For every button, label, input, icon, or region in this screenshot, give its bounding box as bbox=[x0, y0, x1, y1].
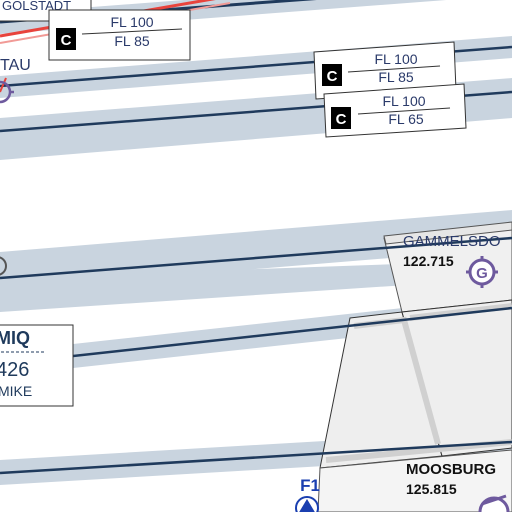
reporting-point-label: F1 bbox=[300, 476, 320, 495]
miq-ident: MIQ bbox=[0, 328, 30, 348]
lower-limit: FL 85 bbox=[114, 33, 149, 49]
svg-text:C: C bbox=[61, 32, 72, 49]
upper-limit: FL 100 bbox=[110, 14, 153, 30]
airway-band bbox=[0, 260, 512, 312]
ctr-inner-border bbox=[409, 303, 512, 321]
airway-line bbox=[0, 440, 512, 475]
svg-text:C: C bbox=[327, 68, 338, 85]
tau-label: TAU bbox=[0, 57, 31, 74]
miq-navaid-box[interactable]: MIQ 426 MIKE bbox=[0, 324, 74, 407]
gammelsdorf-name: GAMMELSDO bbox=[403, 233, 501, 250]
lower-limit: FL 65 bbox=[388, 111, 423, 127]
miq-name: MIKE bbox=[0, 383, 32, 399]
ctr-area bbox=[317, 449, 512, 512]
upper-limit: FL 100 bbox=[374, 51, 417, 67]
moosburg-frequency: 125.815 bbox=[406, 481, 457, 497]
navaid-circle-icon[interactable] bbox=[0, 80, 14, 104]
airspace-class-box[interactable]: C FL 100 FL 85 bbox=[48, 9, 191, 61]
gammelsdorf-frequency: 122.715 bbox=[403, 253, 454, 269]
airway-line bbox=[0, 306, 512, 366]
airway-band bbox=[0, 210, 512, 290]
airway-line bbox=[0, 236, 512, 280]
ctr-area bbox=[383, 221, 512, 245]
reporting-point-triangle-icon[interactable] bbox=[295, 496, 319, 512]
navaid-circle-icon[interactable] bbox=[0, 256, 7, 276]
svg-text:C: C bbox=[336, 111, 347, 128]
airfield-g-icon[interactable]: G bbox=[466, 256, 498, 288]
miq-frequency: 426 bbox=[0, 359, 29, 381]
moosburg-name: MOOSBURG bbox=[406, 461, 496, 478]
airspace-class-box[interactable]: C FL 100 FL 85 bbox=[313, 41, 457, 100]
route-red bbox=[0, 77, 7, 93]
airspace-class-box[interactable]: C FL 100 FL 65 bbox=[323, 83, 467, 138]
lower-limit: FL 85 bbox=[378, 69, 413, 85]
svg-text:G: G bbox=[476, 265, 488, 282]
upper-limit: FL 100 bbox=[382, 93, 425, 109]
airfield-g-icon[interactable] bbox=[478, 494, 510, 512]
